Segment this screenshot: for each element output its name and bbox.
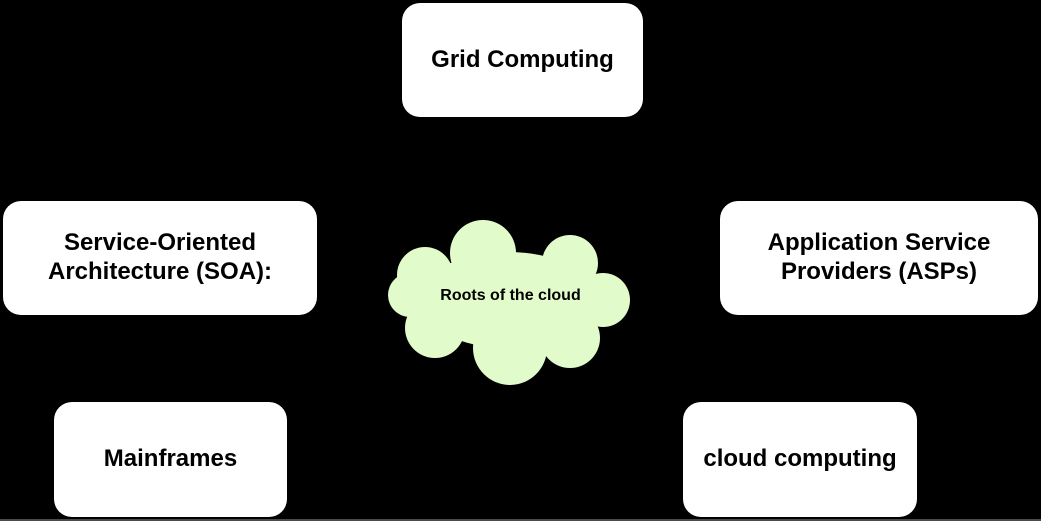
node-label: Grid Computing xyxy=(431,45,614,73)
node-label: Application Service Providers (ASPs) xyxy=(767,229,991,285)
node-grid-computing: Grid Computing xyxy=(402,3,643,117)
node-mainframes: Mainframes xyxy=(54,402,287,517)
cloud-body xyxy=(418,252,598,348)
node-label: cloud computing xyxy=(703,445,897,473)
node-label: Mainframes xyxy=(103,445,238,473)
window-bottom-edge xyxy=(0,519,1041,521)
node-application-service-providers: Application Service Providers (ASPs) xyxy=(720,201,1038,315)
node-service-oriented-architecture: Service-Oriented Architecture (SOA): xyxy=(3,201,317,315)
node-label: Service-Oriented Architecture (SOA): xyxy=(47,229,273,285)
node-cloud-computing: cloud computing xyxy=(683,402,917,517)
cloud-icon xyxy=(388,220,630,385)
central-cloud-shape: Roots of the cloud xyxy=(388,215,633,385)
